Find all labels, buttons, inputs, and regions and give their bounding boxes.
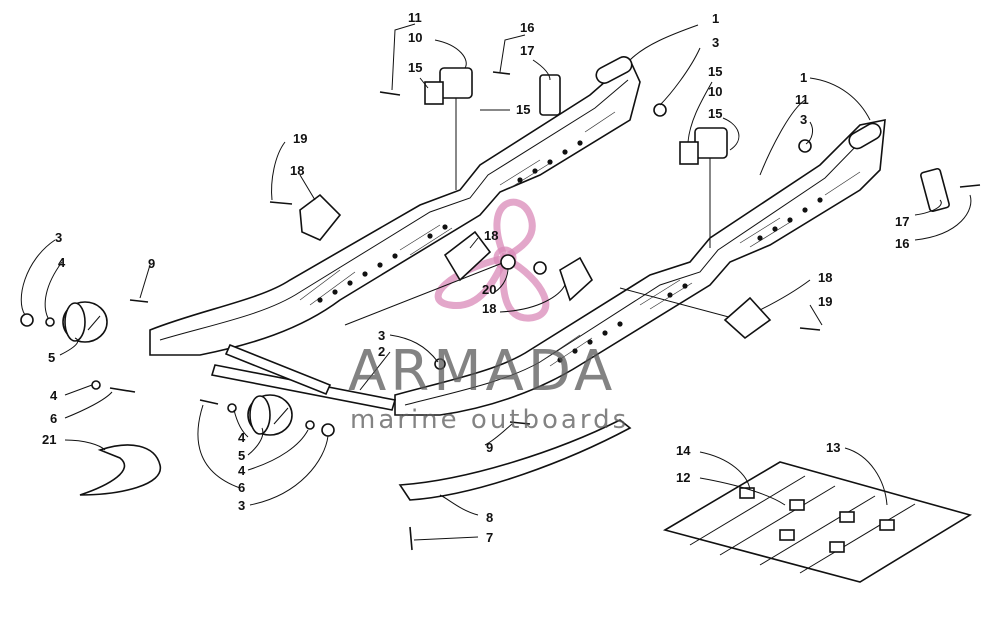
shock-bracket-left [424,67,473,190]
callout-21: 21 [42,432,56,447]
idler-wheel-left [62,301,108,343]
rail-cap-21 [79,444,161,496]
callout-2: 2 [378,344,385,359]
callout-9: 9 [486,440,493,455]
callout-12: 12 [676,470,690,485]
callout-11: 11 [795,92,809,107]
leader-lines [20,23,972,541]
mount-block-left [539,74,561,116]
bracket-18-a [299,193,342,241]
callout-3: 3 [800,112,807,127]
watermark-brand: ARMADA [348,339,616,404]
callout-4: 4 [238,430,246,445]
bracket-18-d [723,296,772,340]
callout-18: 18 [482,301,496,316]
bracket-18-b [443,230,492,282]
callout-7: 7 [486,530,493,545]
callout-15: 15 [708,64,722,79]
callout-15: 15 [708,106,722,121]
callout-3: 3 [55,230,62,245]
callout-8: 8 [486,510,493,525]
callout-20: 20 [482,282,496,297]
wear-strip [398,419,632,501]
shock-bracket-right [679,127,728,248]
callout-18: 18 [290,163,304,178]
callout-16: 16 [895,236,909,251]
callout-3: 3 [238,498,245,513]
callout-4: 4 [238,463,246,478]
callout-18: 18 [484,228,498,243]
callout-17: 17 [520,43,534,58]
callout-4: 4 [58,255,66,270]
callout-3: 3 [712,35,719,50]
part-callouts: 1 3 11 10 15 15 16 17 15 10 15 1 11 3 19… [42,10,909,545]
right-slide-rail [394,119,886,416]
callout-5: 5 [48,350,55,365]
callout-15: 15 [516,102,530,117]
callout-5: 5 [238,448,245,463]
callout-19: 19 [818,294,832,309]
watermark-tagline: marine outboards [350,405,629,435]
callout-13: 13 [826,440,840,455]
idler-wheel-right [247,394,293,436]
callout-6: 6 [50,411,57,426]
callout-18: 18 [818,270,832,285]
callout-14: 14 [676,443,691,458]
watermark: ARMADA marine outboards [348,339,629,435]
callout-17: 17 [895,214,909,229]
mount-block-right [920,167,950,213]
callout-9: 9 [148,256,155,271]
callout-11: 11 [408,10,422,25]
callout-15: 15 [408,60,422,75]
callout-6: 6 [238,480,245,495]
callout-1: 1 [712,11,719,26]
track-section [662,461,972,583]
left-slide-rail [149,56,641,356]
callout-10: 10 [408,30,422,45]
callout-16: 16 [520,20,534,35]
callout-4: 4 [50,388,58,403]
callout-19: 19 [293,131,307,146]
callout-3: 3 [378,328,385,343]
bracket-18-c [559,256,594,302]
callout-1: 1 [800,70,807,85]
cross-shafts [210,261,741,411]
callout-10: 10 [708,84,722,99]
hardware-bolts [20,71,981,551]
